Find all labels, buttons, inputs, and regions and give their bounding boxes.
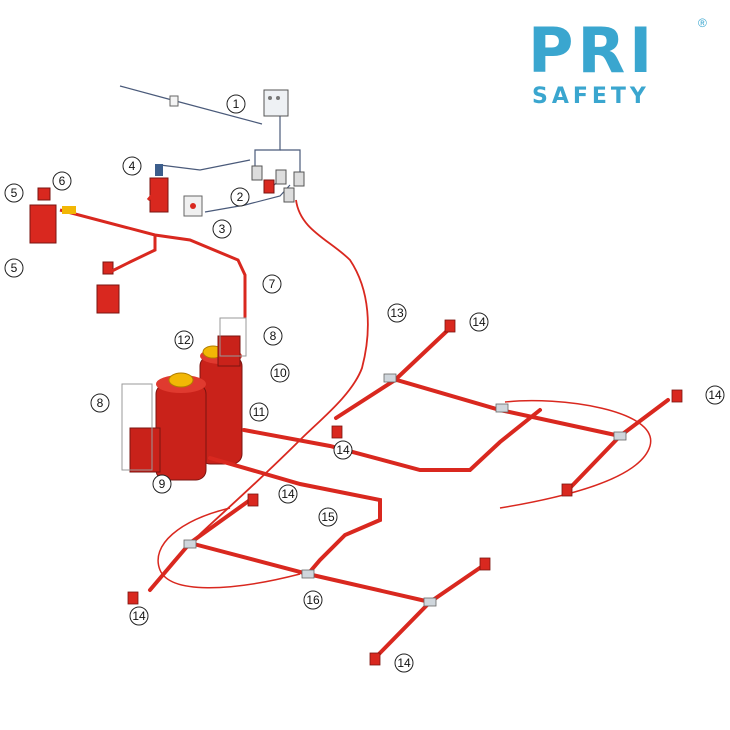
abort-station xyxy=(183,195,203,217)
callout-number: 14 xyxy=(336,443,350,457)
callout-14: 14 xyxy=(394,653,414,673)
junction-box xyxy=(251,165,305,203)
callout-11: 11 xyxy=(249,402,269,422)
callout-number: 14 xyxy=(132,609,146,623)
callout-15: 15 xyxy=(318,507,338,527)
callout-circle xyxy=(270,363,290,383)
callout-circle xyxy=(262,274,282,294)
detection-tubing xyxy=(59,179,247,318)
detector-head-5b xyxy=(96,261,120,314)
callout-14: 14 xyxy=(333,440,353,460)
callout-14: 14 xyxy=(278,484,298,504)
callout-circle xyxy=(4,258,24,278)
callout-14: 14 xyxy=(469,312,489,332)
callout-circle xyxy=(263,326,283,346)
callout-7: 7 xyxy=(262,274,282,294)
callout-number: 13 xyxy=(390,306,404,320)
callout-circle xyxy=(705,385,725,405)
callout-12: 12 xyxy=(174,330,194,350)
callout-circle xyxy=(278,484,298,504)
nozzles xyxy=(127,319,683,666)
callout-number: 5 xyxy=(11,186,18,200)
agent-cylinders xyxy=(129,335,243,481)
callout-number: 9 xyxy=(159,477,166,491)
callout-circle xyxy=(318,507,338,527)
callout-14: 14 xyxy=(705,385,725,405)
detector-head-5a xyxy=(29,187,57,244)
manual-release-station xyxy=(263,179,275,194)
callout-number: 4 xyxy=(129,159,136,173)
callout-6: 6 xyxy=(52,171,72,191)
callout-circle xyxy=(122,156,142,176)
callout-circle xyxy=(4,183,24,203)
callout-8: 8 xyxy=(263,326,283,346)
callout-circle xyxy=(90,393,110,413)
pipe-tees xyxy=(183,373,627,607)
callout-number: 5 xyxy=(11,261,18,275)
callout-circle xyxy=(230,187,250,207)
control-panel xyxy=(169,89,289,117)
callout-number: 6 xyxy=(59,174,66,188)
callout-circle xyxy=(387,303,407,323)
callout-number: 16 xyxy=(306,593,320,607)
callout-number: 1 xyxy=(233,97,240,111)
callout-circle xyxy=(52,171,72,191)
callout-4: 4 xyxy=(122,156,142,176)
callout-circle xyxy=(303,590,323,610)
callout-circle xyxy=(152,474,172,494)
callout-circle xyxy=(174,330,194,350)
callout-number: 8 xyxy=(270,329,277,343)
callout-5: 5 xyxy=(4,183,24,203)
callout-number: 7 xyxy=(269,277,276,291)
callout-14: 14 xyxy=(129,606,149,626)
callout-circle xyxy=(333,440,353,460)
callout-9: 9 xyxy=(152,474,172,494)
callout-number: 10 xyxy=(273,366,287,380)
pipe-loops xyxy=(157,399,652,589)
callout-number: 2 xyxy=(237,190,244,204)
callout-circle xyxy=(226,94,246,114)
callout-number: 8 xyxy=(97,396,104,410)
callout-number: 12 xyxy=(177,333,191,347)
callout-8: 8 xyxy=(90,393,110,413)
callout-circle xyxy=(469,312,489,332)
callout-10: 10 xyxy=(270,363,290,383)
callout-number: 14 xyxy=(281,487,295,501)
brand-name-primary: PRI xyxy=(528,14,657,87)
callout-circle xyxy=(249,402,269,422)
callout-circle xyxy=(212,219,232,239)
callout-5: 5 xyxy=(4,258,24,278)
callout-number: 11 xyxy=(253,405,266,419)
callout-circle xyxy=(394,653,414,673)
mounting-brackets xyxy=(121,317,247,471)
callout-3: 3 xyxy=(212,219,232,239)
callout-2: 2 xyxy=(230,187,250,207)
detector-head-4 xyxy=(149,164,169,213)
brand-name-secondary: SAFETY xyxy=(532,84,650,109)
callout-number: 3 xyxy=(219,222,226,236)
callout-13: 13 xyxy=(387,303,407,323)
registered-mark: ® xyxy=(698,16,707,30)
callout-number: 14 xyxy=(397,656,411,670)
callout-1: 1 xyxy=(226,94,246,114)
callout-number: 15 xyxy=(321,510,335,524)
callout-number: 14 xyxy=(708,388,722,402)
callout-16: 16 xyxy=(303,590,323,610)
callout-number: 14 xyxy=(472,315,486,329)
callout-circle xyxy=(129,606,149,626)
